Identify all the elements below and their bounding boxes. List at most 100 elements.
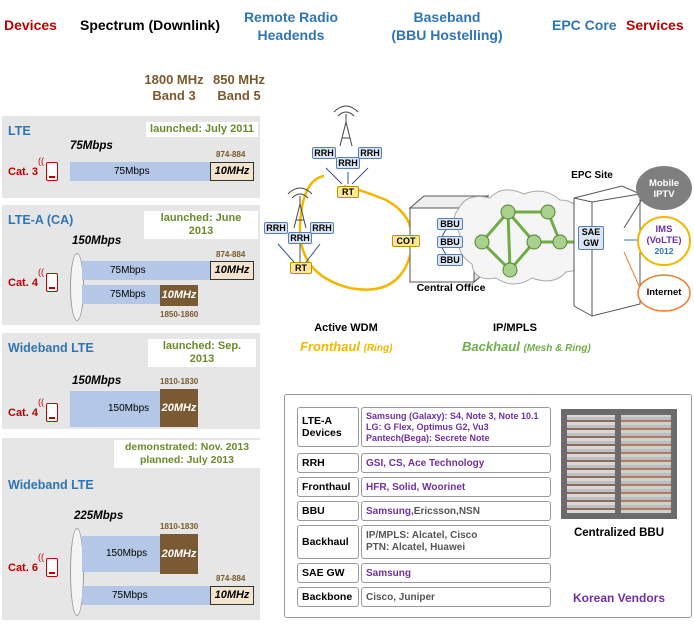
vendor-value: Samsung (Galaxy): S4, Note 3, Note 10.1 … [361,407,551,447]
throughput-bar: 75Mbps [82,285,160,304]
launch-date-text: launched: June 2013 [160,212,242,237]
vendor-value: IP/MPLS: Alcatel, Cisco PTN: Alcatel, Hu… [361,525,551,559]
band-frequency: 1810-1830 [160,377,199,386]
rt-box: RT [290,262,312,274]
mobile-iptv-cloud [636,166,692,210]
epc-site-building [573,185,641,317]
rack-right [621,415,671,513]
launch-date: demonstrated: Nov. 2013 planned: July 20… [114,440,260,468]
antenna-tower-icon [333,105,359,147]
internet-cloud [637,274,691,312]
band3-header: 1800 MHz Band 3 [142,72,206,104]
bar-label: 75Mbps [110,289,146,300]
fronthaul-text: Fronthaul [300,339,360,354]
ims-label: IMS (VoLTE) 2012 [640,224,688,257]
vendor-category: Fronthaul [297,477,359,497]
signal-icon: (( [38,552,44,562]
panel-wideband-lte: Wideband LTE launched: Sep. 2013 150Mbps… [2,333,260,429]
header-baseband: Baseband (BBU Hostelling) [380,8,514,44]
launch-date-text: demonstrated: Nov. 2013 [124,441,250,453]
max-rate: 225Mbps [74,510,124,522]
panel-lte-a: LTE-A (CA) launched: June 2013 150Mbps C… [2,205,260,325]
bar-label: 150Mbps [108,403,150,414]
backhaul-text: Backhaul [462,339,520,354]
antenna-tower-icon [287,187,313,229]
header-services: Services [626,17,684,33]
vendor-value-line2: PTN: Alcatel, Huawei [366,542,466,553]
vendor-category: LTE-A Devices [297,407,359,447]
epc-site-label: EPC Site [571,170,613,181]
sae-gw-line2: GW [583,238,599,248]
vendor-name: Samsung, [366,505,414,517]
max-rate: 75Mbps [70,140,113,152]
header-spectrum: Spectrum (Downlink) [80,17,221,33]
ue-category: Cat. 3 [8,166,38,178]
launch-date: launched: July 2011 [146,122,258,137]
carrier-aggregation-icon [70,528,84,616]
header-rrh: Remote Radio Headends [238,8,344,44]
band5-header: 850 MHz Band 5 [210,72,268,104]
bbu-box: BBU [437,236,463,248]
rrh-box: RRH [336,157,360,169]
throughput-bar: 150Mbps [82,536,160,572]
header-baseband-line1: Baseband [413,9,481,25]
throughput-bar: 75Mbps [70,162,210,181]
rrh-box: RRH [310,222,334,234]
throughput-bar: 75Mbps [82,586,210,605]
phone-icon [46,273,58,292]
vendor-category: BBU [297,501,359,521]
launch-date-text: launched: Sep. 2013 [162,340,242,365]
ip-mpls-label: IP/MPLS [492,322,537,334]
rrh-box: RRH [312,147,336,159]
rrh-box: RRH [358,147,382,159]
bar-label: 75Mbps [112,590,148,601]
vendor-category: Backhaul [297,525,359,559]
panel-title: LTE [8,124,31,138]
ims-line1: IMS [655,224,673,235]
phone-icon [46,403,58,422]
signal-icon: (( [38,267,44,277]
header-rrh-line1: Remote Radio [243,9,339,25]
band-frequency: 1850-1860 [160,310,199,319]
vendor-value: Samsung [361,563,551,583]
korean-vendors-label: Korean Vendors [572,591,666,605]
vendor-table: LTE-A Devices Samsung (Galaxy): S4, Note… [284,394,692,618]
band5-block: 10MHz [210,261,254,280]
band3-block: 20MHz [160,534,198,574]
band5-header-name: Band 5 [217,88,261,103]
bbu-box: BBU [437,254,463,266]
signal-icon: (( [38,156,44,166]
network-diagram [277,105,692,317]
fronthaul-sub: (Ring) [363,343,393,354]
backhaul-sub: (Mesh & Ring) [523,343,591,354]
panel-title: LTE-A (CA) [8,213,74,227]
max-rate: 150Mbps [72,235,122,247]
header-baseband-line2: (BBU Hostelling) [391,27,503,43]
band5-block: 10MHz [210,162,254,181]
vendor-value-line3: Pantech(Bega): Secrete Note [366,432,490,443]
vendor-category: Backbone [297,587,359,607]
header-epc: EPC Core [552,17,617,33]
vendor-value-line1: IP/MPLS: Alcatel, Cisco [366,530,478,541]
iptv-link [623,195,645,229]
band5-header-mhz: 850 MHz [212,72,266,87]
vendor-value: HFR, Solid, Woorinet [361,477,551,497]
planned-date-text: planned: July 2013 [140,454,234,466]
bar-label: 75Mbps [114,166,150,177]
band3-block: 10MHz [160,285,198,306]
vendor-category: SAE GW [297,563,359,583]
ue-category: Cat. 4 [8,277,38,289]
vendor-name: Ericsson, [413,505,459,517]
rt-box: RT [337,186,359,198]
header-rrh-line2: Headends [257,27,325,43]
panel-title: Wideband LTE [8,341,94,355]
vendor-value-line1: Samsung (Galaxy): S4, Note 3, Note 10.1 [366,410,539,421]
backhaul-label: Backhaul (Mesh & Ring) [462,339,591,354]
bar-label: 150Mbps [106,548,148,559]
ims-line2: (VoLTE) [646,235,682,246]
rrh-box: RRH [264,222,288,234]
ip-mpls-cloud [454,189,589,285]
throughput-bar: 75Mbps [82,261,210,280]
band3-header-name: Band 3 [152,88,196,103]
mobile-iptv-line1: Mobile [648,178,680,189]
